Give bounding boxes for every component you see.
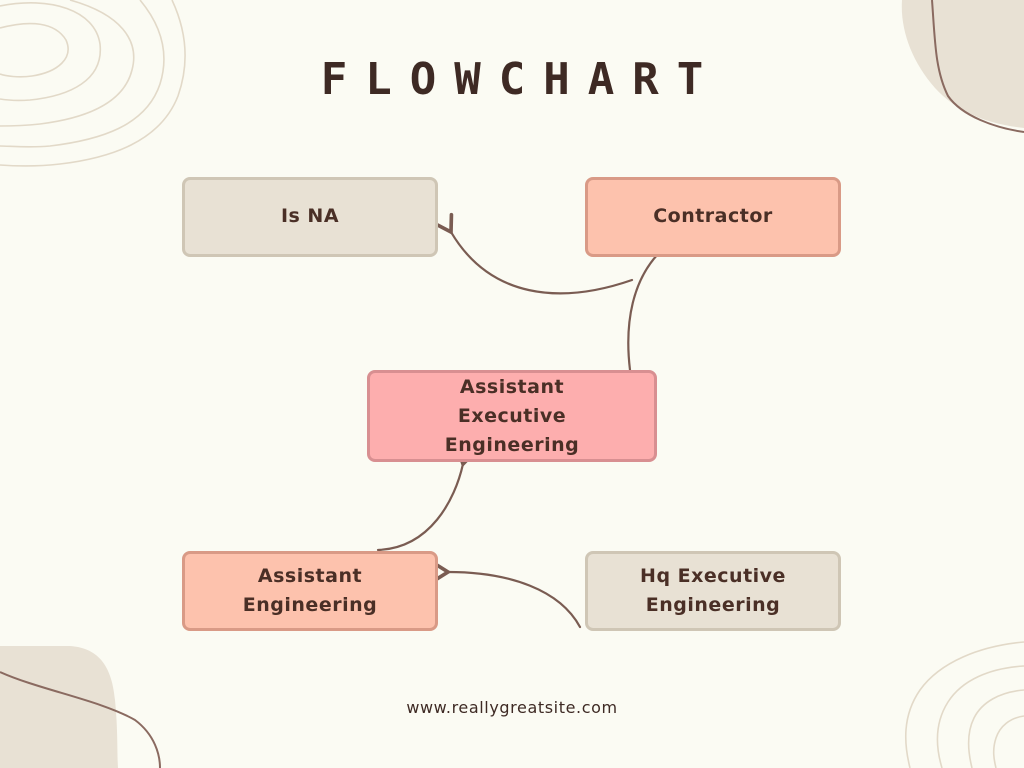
arrow-assistant-engineering-to-aee xyxy=(376,445,477,552)
decor-line-bottom-left xyxy=(0,671,161,768)
node-contractor-label: Contractor xyxy=(653,205,773,227)
node-assistant-engineering-label: Assistant Engineering xyxy=(242,565,378,616)
arrow-hq-to-assistant-engineering xyxy=(431,560,582,629)
arrow-contractor-to-is-na xyxy=(433,212,634,295)
node-assistant-engineering: Assistant Engineering xyxy=(182,551,438,631)
decor-blob-top-right xyxy=(901,0,1024,128)
node-hq-executive-engineering-label: Hq Executive Engineering xyxy=(640,565,786,616)
decor-contours-top-left xyxy=(0,0,186,167)
decor-line-top-right xyxy=(931,0,1024,133)
node-contractor: Contractor xyxy=(585,177,841,257)
node-hq-executive-engineering: Hq Executive Engineering xyxy=(585,551,841,631)
page-title: FLOWCHART xyxy=(320,54,722,105)
footer-website: www.reallygreatsite.com xyxy=(406,698,618,717)
decor-contours-bottom-right xyxy=(904,641,1024,768)
arrow-aee-to-contractor xyxy=(627,235,677,372)
node-assistant-executive-engineering-label: Assistant Executive Engineering xyxy=(444,376,580,456)
node-is-na: Is NA xyxy=(182,177,438,257)
node-is-na-label: Is NA xyxy=(280,205,340,227)
decor-blob-bottom-left xyxy=(0,646,118,768)
node-assistant-executive-engineering: Assistant Executive Engineering xyxy=(367,370,657,462)
